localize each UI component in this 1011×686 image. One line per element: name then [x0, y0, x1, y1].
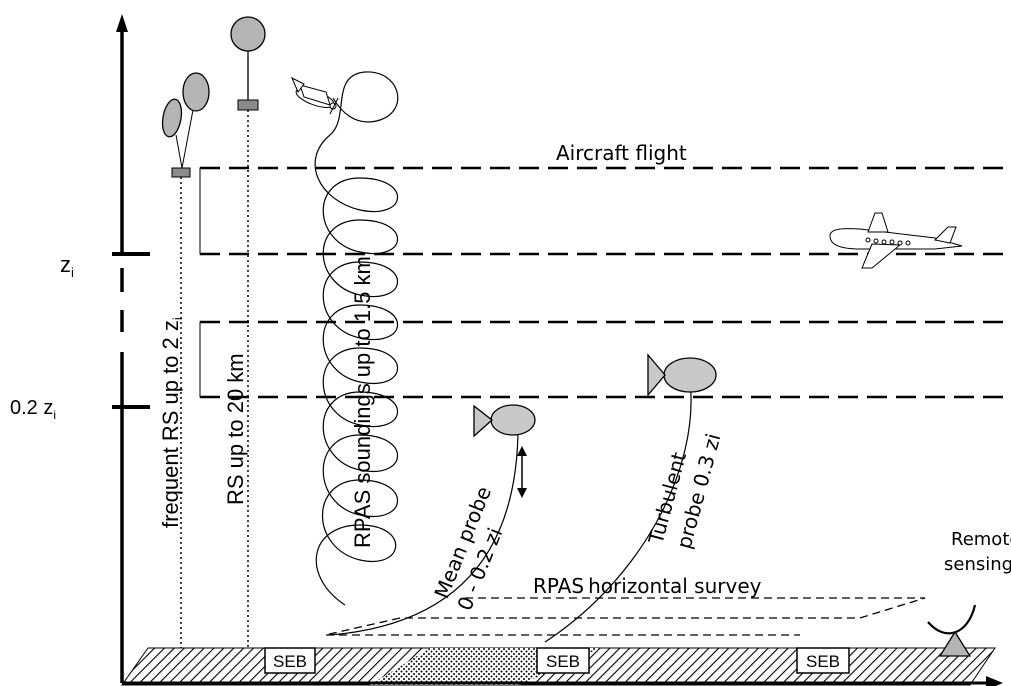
- level-lines: [200, 166, 1011, 399]
- remote-sensing-label-line2: sensing: [944, 554, 1011, 575]
- rpas-soundings-label: RPAS soundings up to 1.5 km: [350, 256, 375, 548]
- zi-axis-label: zi: [60, 252, 74, 280]
- svg-text:SEB: SEB: [273, 652, 307, 671]
- horizontal-axis-arrow: [986, 676, 1003, 686]
- frequent-rs-balloons: [161, 72, 210, 648]
- aircraft-icon: [829, 212, 963, 269]
- remote-sensing-instrument: [927, 604, 977, 657]
- aircraft-flight-label: Aircraft flight: [556, 141, 687, 165]
- turbulent-probe: [544, 353, 717, 643]
- frequent-rs-label: frequent RS up to 2 zi: [158, 317, 185, 528]
- seb-station-3: SEB: [796, 647, 850, 674]
- rpas-small-plane-icon: [291, 76, 339, 115]
- rs-20km-label: RS up to 20 km: [223, 353, 248, 505]
- level-brackets: [199, 167, 208, 398]
- rs-20km-balloon: [230, 16, 266, 648]
- horizontal-survey-paths: [324, 597, 926, 636]
- vertical-axis: [112, 14, 150, 683]
- rpas-spiral-path: [314, 71, 399, 606]
- svg-text:SEB: SEB: [546, 652, 580, 671]
- svg-text:SEB: SEB: [806, 652, 840, 671]
- zi02-axis-label: 0.2 zi: [10, 397, 56, 422]
- seb-station-2: SEB: [536, 647, 590, 674]
- remote-sensing-label-line1: Remote: [951, 529, 1011, 550]
- mean-probe: [329, 404, 536, 636]
- seb-station-1: SEB: [264, 647, 316, 674]
